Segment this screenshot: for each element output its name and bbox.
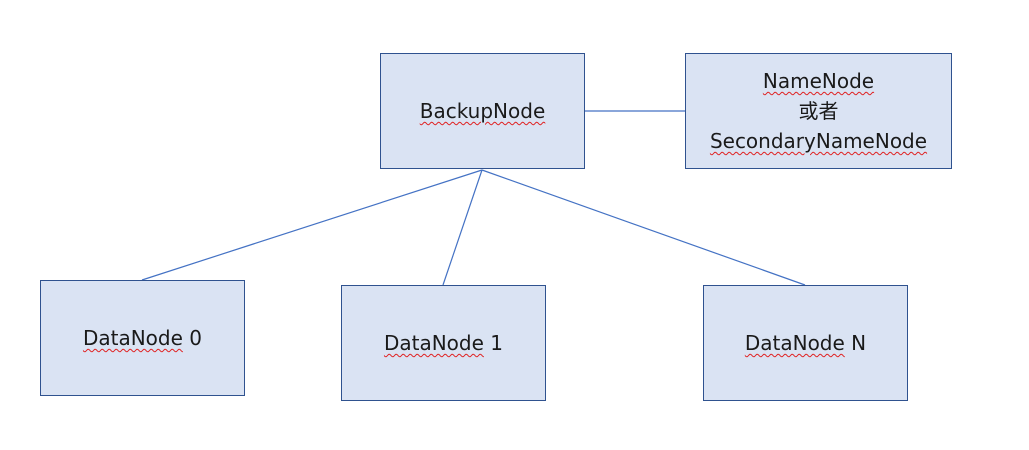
datanode-0-box: DataNode 0 [40, 280, 245, 396]
connector-backup-datanode0 [141, 169, 483, 281]
datanode-1-box: DataNode 1 [341, 285, 546, 401]
datanode-n-suffix: N [844, 331, 867, 355]
backup-node-label: BackupNode [419, 99, 546, 123]
secondary-namenode-label: SecondaryNameNode [709, 129, 928, 153]
datanode-0-label: DataNode 0 [83, 323, 202, 353]
backup-node-box: BackupNode [380, 53, 585, 169]
datanode-n-box: DataNode N [703, 285, 908, 401]
namenode-or-label: 或者 [798, 99, 839, 123]
datanode-1-suffix: 1 [483, 331, 504, 355]
datanode-1-label: DataNode 1 [384, 328, 503, 358]
namenode-label: NameNode [762, 69, 875, 93]
datanode-n-label: DataNode N [745, 328, 866, 358]
datanode-n-word: DataNode [744, 331, 845, 355]
namenode-box: NameNode 或者 SecondaryNameNode [685, 53, 952, 169]
datanode-1-word: DataNode [383, 331, 484, 355]
connector-backup-datanode1 [442, 169, 483, 286]
connector-backup-datanodeN [481, 169, 806, 286]
datanode-0-suffix: 0 [182, 326, 203, 350]
datanode-0-word: DataNode [82, 326, 183, 350]
